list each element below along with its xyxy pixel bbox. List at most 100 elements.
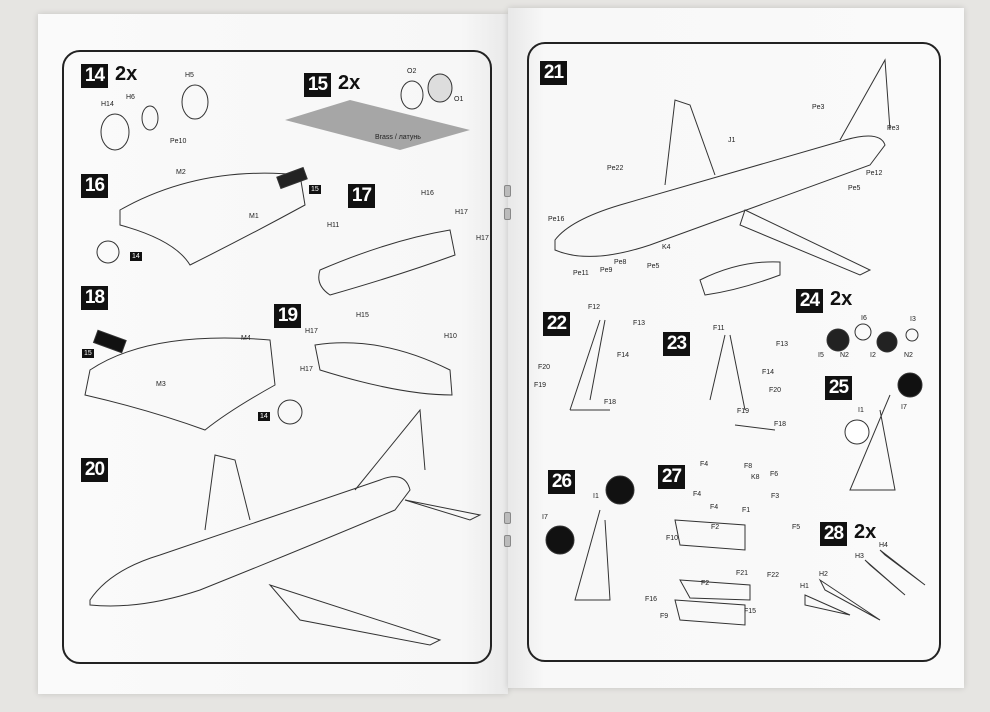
part-label: M1 <box>249 213 259 220</box>
part-label: Pe9 <box>600 267 613 274</box>
part-label: H10 <box>444 333 457 340</box>
part-label: K8 <box>751 474 760 481</box>
step-number: 26 <box>548 470 575 494</box>
part-label: K4 <box>662 244 671 251</box>
step-number: 21 <box>540 61 567 85</box>
step-reference-badge: 15 <box>82 349 94 358</box>
part-label: F14 <box>617 352 630 359</box>
part-label: F18 <box>604 399 617 406</box>
part-label: I1 <box>593 493 599 500</box>
part-label: H17 <box>305 328 318 335</box>
part-label: I5 <box>818 352 824 359</box>
left-page-frame <box>62 50 492 664</box>
part-label: F18 <box>774 421 787 428</box>
part-label: F19 <box>534 382 547 389</box>
part-label: H6 <box>126 94 135 101</box>
part-label: F2 <box>711 524 720 531</box>
part-label: H1 <box>800 583 809 590</box>
part-label: H4 <box>879 542 888 549</box>
part-label: F8 <box>744 463 753 470</box>
part-label: F20 <box>538 364 551 371</box>
part-label: F2 <box>701 580 710 587</box>
part-label: M4 <box>241 335 251 342</box>
step-number: 27 <box>658 465 685 489</box>
part-label: F21 <box>736 570 749 577</box>
quantity-multiplier: 2x <box>115 63 138 85</box>
step-reference-badge: 14 <box>130 252 142 261</box>
part-label: H17 <box>476 235 489 242</box>
part-label: F20 <box>769 387 782 394</box>
part-label: M2 <box>176 169 186 176</box>
staple <box>504 208 511 220</box>
quantity-multiplier: 2x <box>338 72 361 94</box>
part-label: I2 <box>870 352 876 359</box>
step-number: 19 <box>274 304 301 328</box>
part-label: H11 <box>327 222 340 229</box>
part-label: N2 <box>904 352 913 359</box>
staple <box>504 535 511 547</box>
part-label: F4 <box>710 504 719 511</box>
part-label: O1 <box>454 96 464 103</box>
part-label: I1 <box>858 407 864 414</box>
step-reference-badge: 15 <box>309 185 321 194</box>
part-label: Pe11 <box>573 270 589 277</box>
part-label: Pe3 <box>887 125 900 132</box>
part-label: H14 <box>101 101 114 108</box>
part-label: H16 <box>421 190 434 197</box>
part-label: N2 <box>840 352 849 359</box>
part-label: Pe16 <box>548 216 565 223</box>
part-label: F9 <box>660 613 669 620</box>
part-label: F5 <box>792 524 801 531</box>
part-label: Pe12 <box>866 170 883 177</box>
part-label: Pe5 <box>848 185 861 192</box>
step-number: 17 <box>348 184 375 208</box>
part-label: H5 <box>185 72 194 79</box>
part-label: Pe5 <box>647 263 660 270</box>
part-label: F6 <box>770 471 779 478</box>
step-number: 14 <box>81 64 108 88</box>
staple <box>504 512 511 524</box>
step-number: 18 <box>81 286 108 310</box>
part-label: F12 <box>588 304 601 311</box>
part-label: F19 <box>737 408 750 415</box>
material-label: Brass / латунь <box>375 134 421 141</box>
staple <box>504 185 511 197</box>
step-number: 22 <box>543 312 570 336</box>
part-label: F14 <box>762 369 775 376</box>
part-label: H17 <box>455 209 468 216</box>
step-number: 25 <box>825 376 852 400</box>
step-number: 15 <box>304 73 331 97</box>
part-label: Pe3 <box>812 104 825 111</box>
part-label: H17 <box>300 366 313 373</box>
step-number: 23 <box>663 332 690 356</box>
part-label: Pe22 <box>607 165 624 172</box>
part-label: Pe10 <box>170 138 187 145</box>
part-label: F3 <box>771 493 780 500</box>
part-label: I7 <box>901 404 907 411</box>
part-label: H2 <box>819 571 828 578</box>
part-label: F4 <box>700 461 709 468</box>
part-label: Pe8 <box>614 259 627 266</box>
part-label: O2 <box>407 68 417 75</box>
part-label: I7 <box>542 514 548 521</box>
part-label: F4 <box>693 491 702 498</box>
part-label: F13 <box>633 320 646 327</box>
step-number: 28 <box>820 522 847 546</box>
part-label: F1 <box>742 507 751 514</box>
part-label: H3 <box>855 553 864 560</box>
right-page-frame <box>527 42 941 662</box>
part-label: M3 <box>156 381 166 388</box>
part-label: F16 <box>645 596 658 603</box>
quantity-multiplier: 2x <box>830 288 853 310</box>
part-label: J1 <box>728 137 736 144</box>
step-number: 16 <box>81 174 108 198</box>
step-reference-badge: 14 <box>258 412 270 421</box>
step-number: 24 <box>796 289 823 313</box>
quantity-multiplier: 2x <box>854 521 877 543</box>
part-label: H15 <box>356 312 369 319</box>
part-label: F10 <box>666 535 679 542</box>
part-label: I6 <box>861 315 867 322</box>
part-label: F15 <box>744 608 757 615</box>
step-number: 20 <box>81 458 108 482</box>
part-label: F13 <box>776 341 789 348</box>
